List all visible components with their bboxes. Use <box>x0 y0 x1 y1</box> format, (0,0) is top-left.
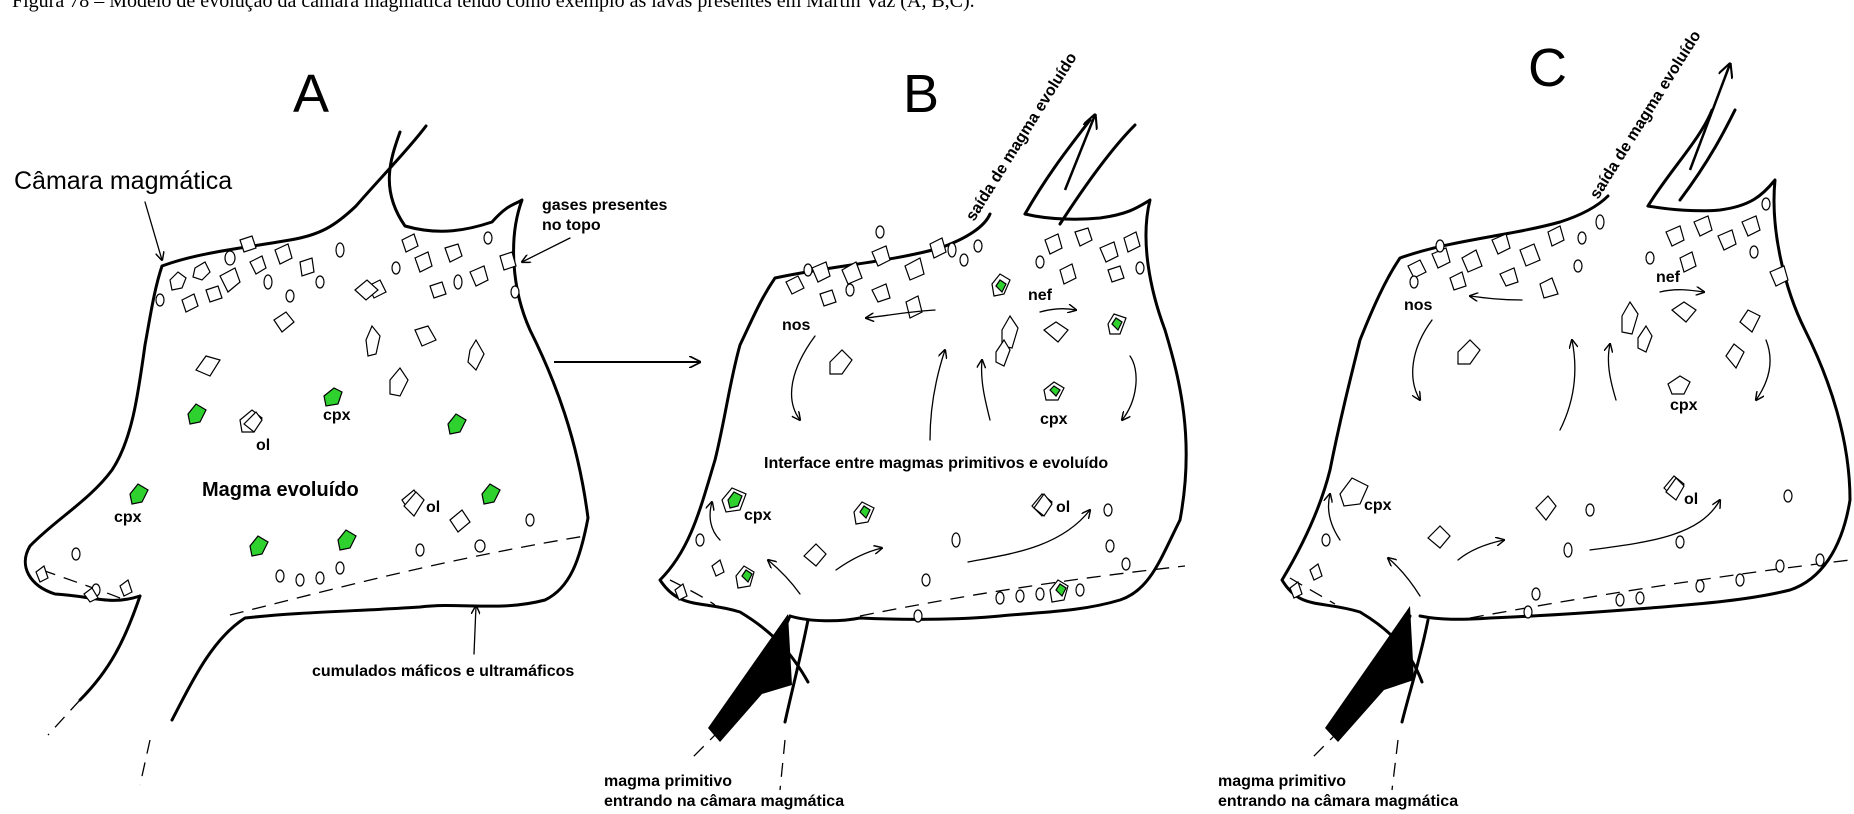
panel-a-chamber-label: Câmara magmática <box>14 167 232 195</box>
panel-c: C <box>1218 28 1850 810</box>
panel-a-main-label: Magma evoluído <box>202 479 359 501</box>
panel-b-olivine-crystal <box>1034 494 1052 516</box>
panel-c-chamber-outline <box>1282 180 1850 682</box>
panel-c-feeder-dash <box>1392 740 1398 790</box>
panel-c-outflow-label: saída de magma evoluído <box>1587 28 1705 202</box>
panel-b-letter: B <box>903 64 939 124</box>
panel-c-inflow-label-1: magma primitivo <box>1218 773 1346 790</box>
panel-b-interface-label: Interface entre magmas primitivos e evol… <box>764 455 1108 472</box>
panel-b-cpx-label: cpx <box>744 507 772 524</box>
figure-caption: Figura 78 – Modelo de evolução da câmara… <box>12 0 975 12</box>
panel-b-inflow-label-2: entrando na câmara magmática <box>604 793 844 810</box>
panel-a-gases-label-2: no topo <box>542 217 601 234</box>
panel-a: A <box>14 64 668 785</box>
panel-a-chamber-outline <box>25 126 588 720</box>
panel-a-cumulates-label: cumulados máficos e ultramáficos <box>312 663 574 680</box>
panel-c-inflow-label-2: entrando na câmara magmática <box>1218 793 1458 810</box>
panel-b-nos-label: nos <box>782 317 811 334</box>
panel-a-cpx-label: cpx <box>114 509 142 526</box>
panel-a-feeder-left <box>80 596 140 700</box>
panel-b-inflow-arrow <box>708 614 792 742</box>
panel-c-ol-label: ol <box>1684 491 1698 508</box>
panel-b-outflow-label: saída de magma evoluído <box>963 50 1081 224</box>
panel-a-gases-arrow <box>522 238 570 262</box>
panel-b-vent-left <box>1025 120 1090 214</box>
panel-c-nef-label: nef <box>1656 269 1681 286</box>
panel-b-ol-label: ol <box>1056 499 1070 516</box>
panel-a-top-crystals <box>156 232 519 312</box>
panel-b-top-crystals <box>786 226 1144 318</box>
panel-c-cpx-label: cpx <box>1364 497 1392 514</box>
panel-a-clinopyroxene <box>130 388 500 556</box>
panel-c-top-crystals <box>1408 198 1788 298</box>
panel-a-ol-label: ol <box>426 499 440 516</box>
panel-c-vent-left <box>1648 110 1712 206</box>
panel-b-inflow-label-1: magma primitivo <box>604 773 732 790</box>
panel-b-flow-arrows <box>710 309 1136 594</box>
panel-b: B <box>604 50 1186 810</box>
panel-c-nos-label: nos <box>1404 297 1433 314</box>
panel-c-flow-arrows <box>1328 290 1770 596</box>
panel-b-nef-label: nef <box>1028 287 1053 304</box>
panel-c-letter: C <box>1528 38 1567 98</box>
panel-b-cpx-label: cpx <box>1040 411 1068 428</box>
panel-c-suspended-crystals <box>1290 302 1824 618</box>
panel-c-cpx-label: cpx <box>1670 397 1698 414</box>
panel-a-chamber-arrow <box>145 202 162 260</box>
panel-a-letter: A <box>293 64 329 124</box>
panel-b-feeder-dash <box>780 740 785 790</box>
panel-a-cpx-label: cpx <box>323 407 351 424</box>
panel-a-cumulates-arrow <box>474 606 476 654</box>
panel-a-ol-label: ol <box>256 437 270 454</box>
panel-a-suspended-crystals <box>36 280 534 602</box>
panel-a-feeder-dash-right <box>140 740 150 785</box>
panel-a-gases-label-1: gases presentes <box>542 197 668 214</box>
panel-a-feeder-dash-left <box>48 700 80 735</box>
